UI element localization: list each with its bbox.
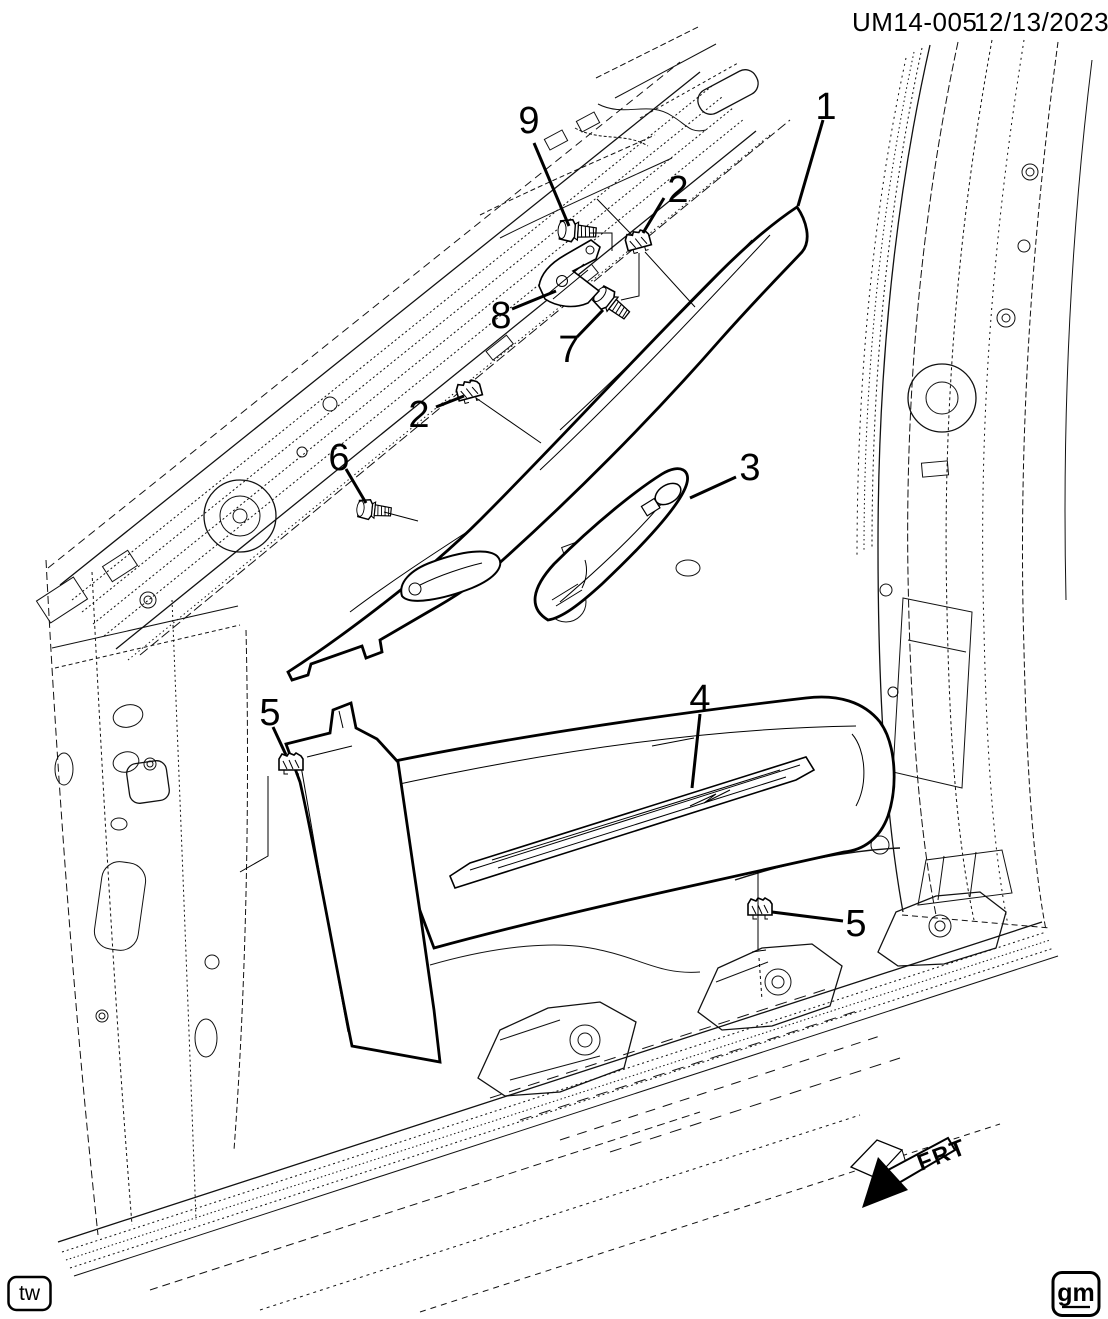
callout-2-upper-label: 2 <box>667 169 688 211</box>
document-date: 12/13/2023 <box>974 7 1108 37</box>
callout-5-left-label: 5 <box>259 692 280 734</box>
header: UM14-005 12/13/2023 <box>852 7 1108 37</box>
gm-logo-box <box>1051 1271 1101 1317</box>
a-pillar-upper-trim-part-1 <box>286 205 809 682</box>
cowl-kick-panel-trim <box>284 701 442 1064</box>
bracket-icon-8 <box>538 239 601 308</box>
clip-icon-2-upper <box>623 227 654 256</box>
callout-6-label: 6 <box>328 437 349 479</box>
clip-icon-5-right <box>747 897 773 920</box>
gm-logo-text: gm <box>1057 1279 1095 1307</box>
callout-3-label: 3 <box>739 447 760 489</box>
callout-labels: 9 1 2 8 7 2 6 3 4 5 5 <box>259 86 866 945</box>
frt-direction-indicator: FRT <box>849 1133 970 1208</box>
body-structure-lines <box>35 25 1093 1313</box>
callout-2-lower-label: 2 <box>408 394 429 436</box>
document-id: UM14-005 <box>852 7 977 37</box>
frt-arrow-head <box>862 1157 908 1208</box>
reference-lines <box>239 198 767 1001</box>
callout-5-right-label: 5 <box>845 903 866 945</box>
screw-icon-6 <box>355 497 393 523</box>
callout-4-label: 4 <box>689 678 710 720</box>
callout-leader-lines <box>271 119 844 923</box>
pillar-garnish-handle-part-3 <box>533 467 689 622</box>
frt-label: FRT <box>913 1133 970 1175</box>
footer: tw gm <box>7 1271 1101 1317</box>
door-sill-plate-part-4 <box>349 695 896 950</box>
callout-8-label: 8 <box>490 295 511 337</box>
author-tag-box <box>7 1275 52 1312</box>
hardware-items <box>278 217 773 920</box>
callout-9-label: 9 <box>518 100 539 142</box>
callout-1-label: 1 <box>815 86 836 128</box>
callout-7-label: 7 <box>558 329 579 371</box>
author-tag: tw <box>19 1282 41 1305</box>
